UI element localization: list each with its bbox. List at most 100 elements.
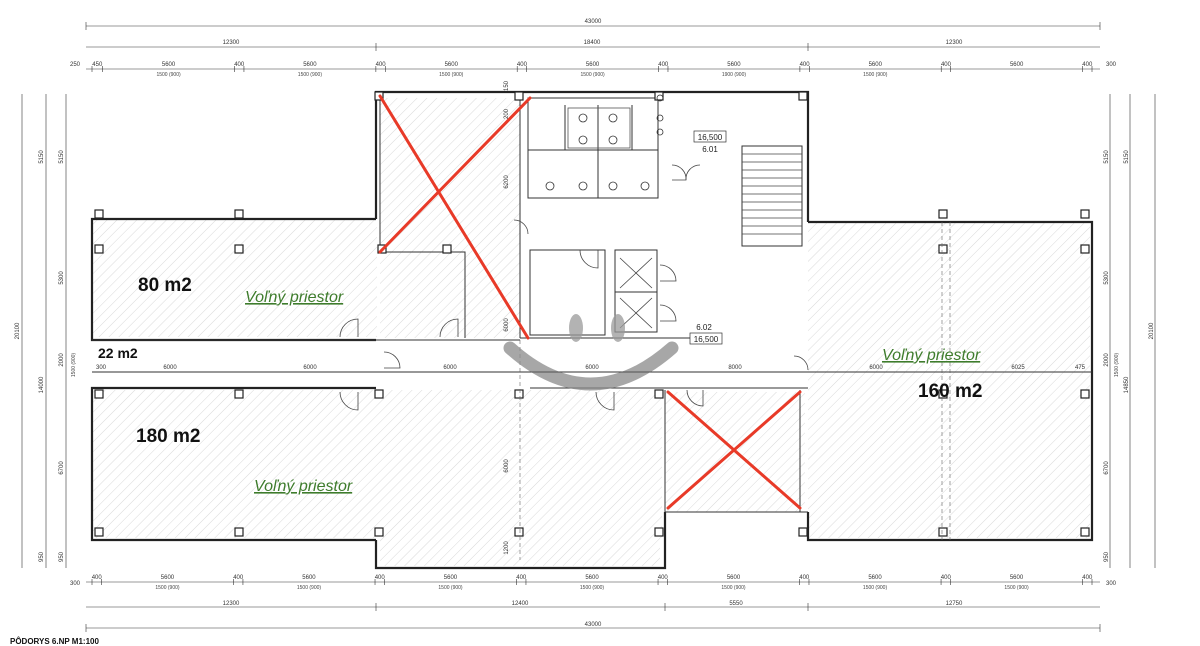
column bbox=[94, 209, 104, 219]
dim-int-10: 6200 bbox=[504, 175, 510, 189]
room-601-level: 16,500 bbox=[698, 133, 723, 142]
top-window-1: 1500 (900) bbox=[298, 72, 323, 78]
dim-int-5: 8000 bbox=[728, 365, 742, 371]
dim-left-part-1b: 5150 bbox=[59, 150, 65, 164]
dim-edge-top-left: 250 bbox=[70, 62, 81, 68]
dim-left-part-7: 950 bbox=[59, 551, 65, 562]
space-label-left-upper: Voľný priestor bbox=[245, 289, 344, 306]
grid-lines bbox=[519, 222, 951, 560]
area-label-160: 160 m2 bbox=[918, 381, 982, 402]
bottom-module-10: 400 bbox=[799, 575, 810, 581]
column bbox=[234, 244, 244, 254]
top-window-2: 1500 (900) bbox=[439, 72, 464, 78]
dim-right-part-6: 950 bbox=[1104, 551, 1110, 562]
dim-right-part-2: 5300 bbox=[1104, 271, 1110, 285]
column bbox=[1080, 389, 1090, 399]
dim-right-overall: 20100 bbox=[1149, 322, 1155, 339]
dim-overall-top: 43000 bbox=[585, 19, 602, 25]
dim-edge-top-right: 300 bbox=[1106, 62, 1117, 68]
dim-int-12: 150 bbox=[504, 80, 510, 91]
top-module-9: 5600 bbox=[727, 62, 741, 68]
bottom-module-9: 5600 bbox=[727, 575, 741, 581]
column bbox=[514, 527, 524, 537]
top-window-5: 1500 (900) bbox=[863, 72, 888, 78]
bottom-window-3: 1500 (900) bbox=[580, 585, 605, 591]
column bbox=[94, 527, 104, 537]
room-601-number: 6.01 bbox=[702, 145, 718, 154]
top-module-11: 5600 bbox=[869, 62, 883, 68]
dim-right-part-1b: 5150 bbox=[1124, 150, 1130, 164]
top-window-0: 1500 (900) bbox=[156, 72, 181, 78]
dim-int-11: 200 bbox=[504, 108, 510, 119]
bottom-module-14: 400 bbox=[1082, 575, 1093, 581]
room-tag-602: 6.02 16,500 bbox=[689, 323, 723, 345]
dim-int-14: 6000 bbox=[504, 459, 510, 473]
dim-segment-bottom-1: 12300 bbox=[223, 601, 240, 607]
dim-int-1: 6000 bbox=[163, 365, 177, 371]
space-label-right: Voľný priestor bbox=[882, 347, 981, 364]
column bbox=[1080, 244, 1090, 254]
top-module-8: 400 bbox=[658, 62, 669, 68]
dim-right-part-1: 5150 bbox=[1104, 150, 1110, 164]
dim-right-part-5: 6700 bbox=[1104, 461, 1110, 475]
bottom-module-3: 5600 bbox=[302, 575, 316, 581]
top-module-6: 400 bbox=[517, 62, 528, 68]
top-module-10: 400 bbox=[800, 62, 811, 68]
column bbox=[654, 91, 664, 101]
hatched-areas bbox=[92, 98, 1090, 566]
dim-int-15: 1200 bbox=[504, 541, 510, 555]
bottom-window-4: 1500 (900) bbox=[721, 585, 746, 591]
column bbox=[94, 244, 104, 254]
top-module-3: 5600 bbox=[303, 62, 317, 68]
dim-int-3: 6000 bbox=[443, 365, 457, 371]
column bbox=[442, 244, 452, 254]
top-module-5: 5600 bbox=[445, 62, 459, 68]
bottom-module-8: 400 bbox=[658, 575, 669, 581]
dim-int-13: 6000 bbox=[504, 318, 510, 332]
bottom-window-5: 1500 (900) bbox=[863, 585, 888, 591]
column bbox=[1080, 209, 1090, 219]
column bbox=[234, 527, 244, 537]
walls bbox=[90, 90, 1094, 570]
column bbox=[374, 527, 384, 537]
dim-left-part-4: 1500 (900) bbox=[71, 353, 77, 378]
column bbox=[374, 389, 384, 399]
area-label-80: 80 m2 bbox=[138, 275, 192, 296]
dim-left-part-6: 950 bbox=[39, 551, 45, 562]
top-module-1: 5600 bbox=[162, 62, 176, 68]
bottom-module-5: 5600 bbox=[444, 575, 458, 581]
column bbox=[234, 389, 244, 399]
column bbox=[654, 527, 664, 537]
top-module-4: 400 bbox=[376, 62, 387, 68]
left-dimensions: 20100 14000 5150 5150 5300 2000 1500 (90… bbox=[15, 94, 77, 568]
dim-edge-bottom-right: 300 bbox=[1106, 581, 1117, 587]
column bbox=[938, 527, 948, 537]
bottom-module-1: 5600 bbox=[161, 575, 175, 581]
dim-segment-top-2: 18400 bbox=[584, 40, 601, 46]
plan-title: PÔDORYS 6.NP M1:100 bbox=[10, 637, 99, 646]
dim-segment-bottom-2: 12400 bbox=[512, 601, 529, 607]
dim-int-2: 6000 bbox=[303, 365, 317, 371]
column bbox=[1080, 527, 1090, 537]
top-window-3: 1500 (900) bbox=[580, 72, 605, 78]
dim-segment-top-1: 12300 bbox=[223, 40, 240, 46]
top-module-13: 5600 bbox=[1010, 62, 1024, 68]
bottom-module-12: 400 bbox=[941, 575, 952, 581]
room-602-number: 6.02 bbox=[696, 323, 712, 332]
bottom-module-11: 5600 bbox=[868, 575, 882, 581]
top-module-12: 400 bbox=[941, 62, 952, 68]
bottom-module-2: 400 bbox=[233, 575, 244, 581]
doors bbox=[339, 164, 809, 411]
bottom-module-6: 400 bbox=[516, 575, 527, 581]
top-module-0: 450 bbox=[92, 62, 103, 68]
column bbox=[514, 91, 524, 101]
dim-left-overall: 20100 bbox=[15, 322, 21, 339]
bottom-window-1: 1500 (900) bbox=[297, 585, 322, 591]
wc-fixtures bbox=[545, 94, 664, 191]
column bbox=[938, 209, 948, 219]
room-602-level: 16,500 bbox=[694, 335, 719, 344]
red-cross-lower bbox=[666, 390, 802, 510]
column bbox=[798, 91, 808, 101]
